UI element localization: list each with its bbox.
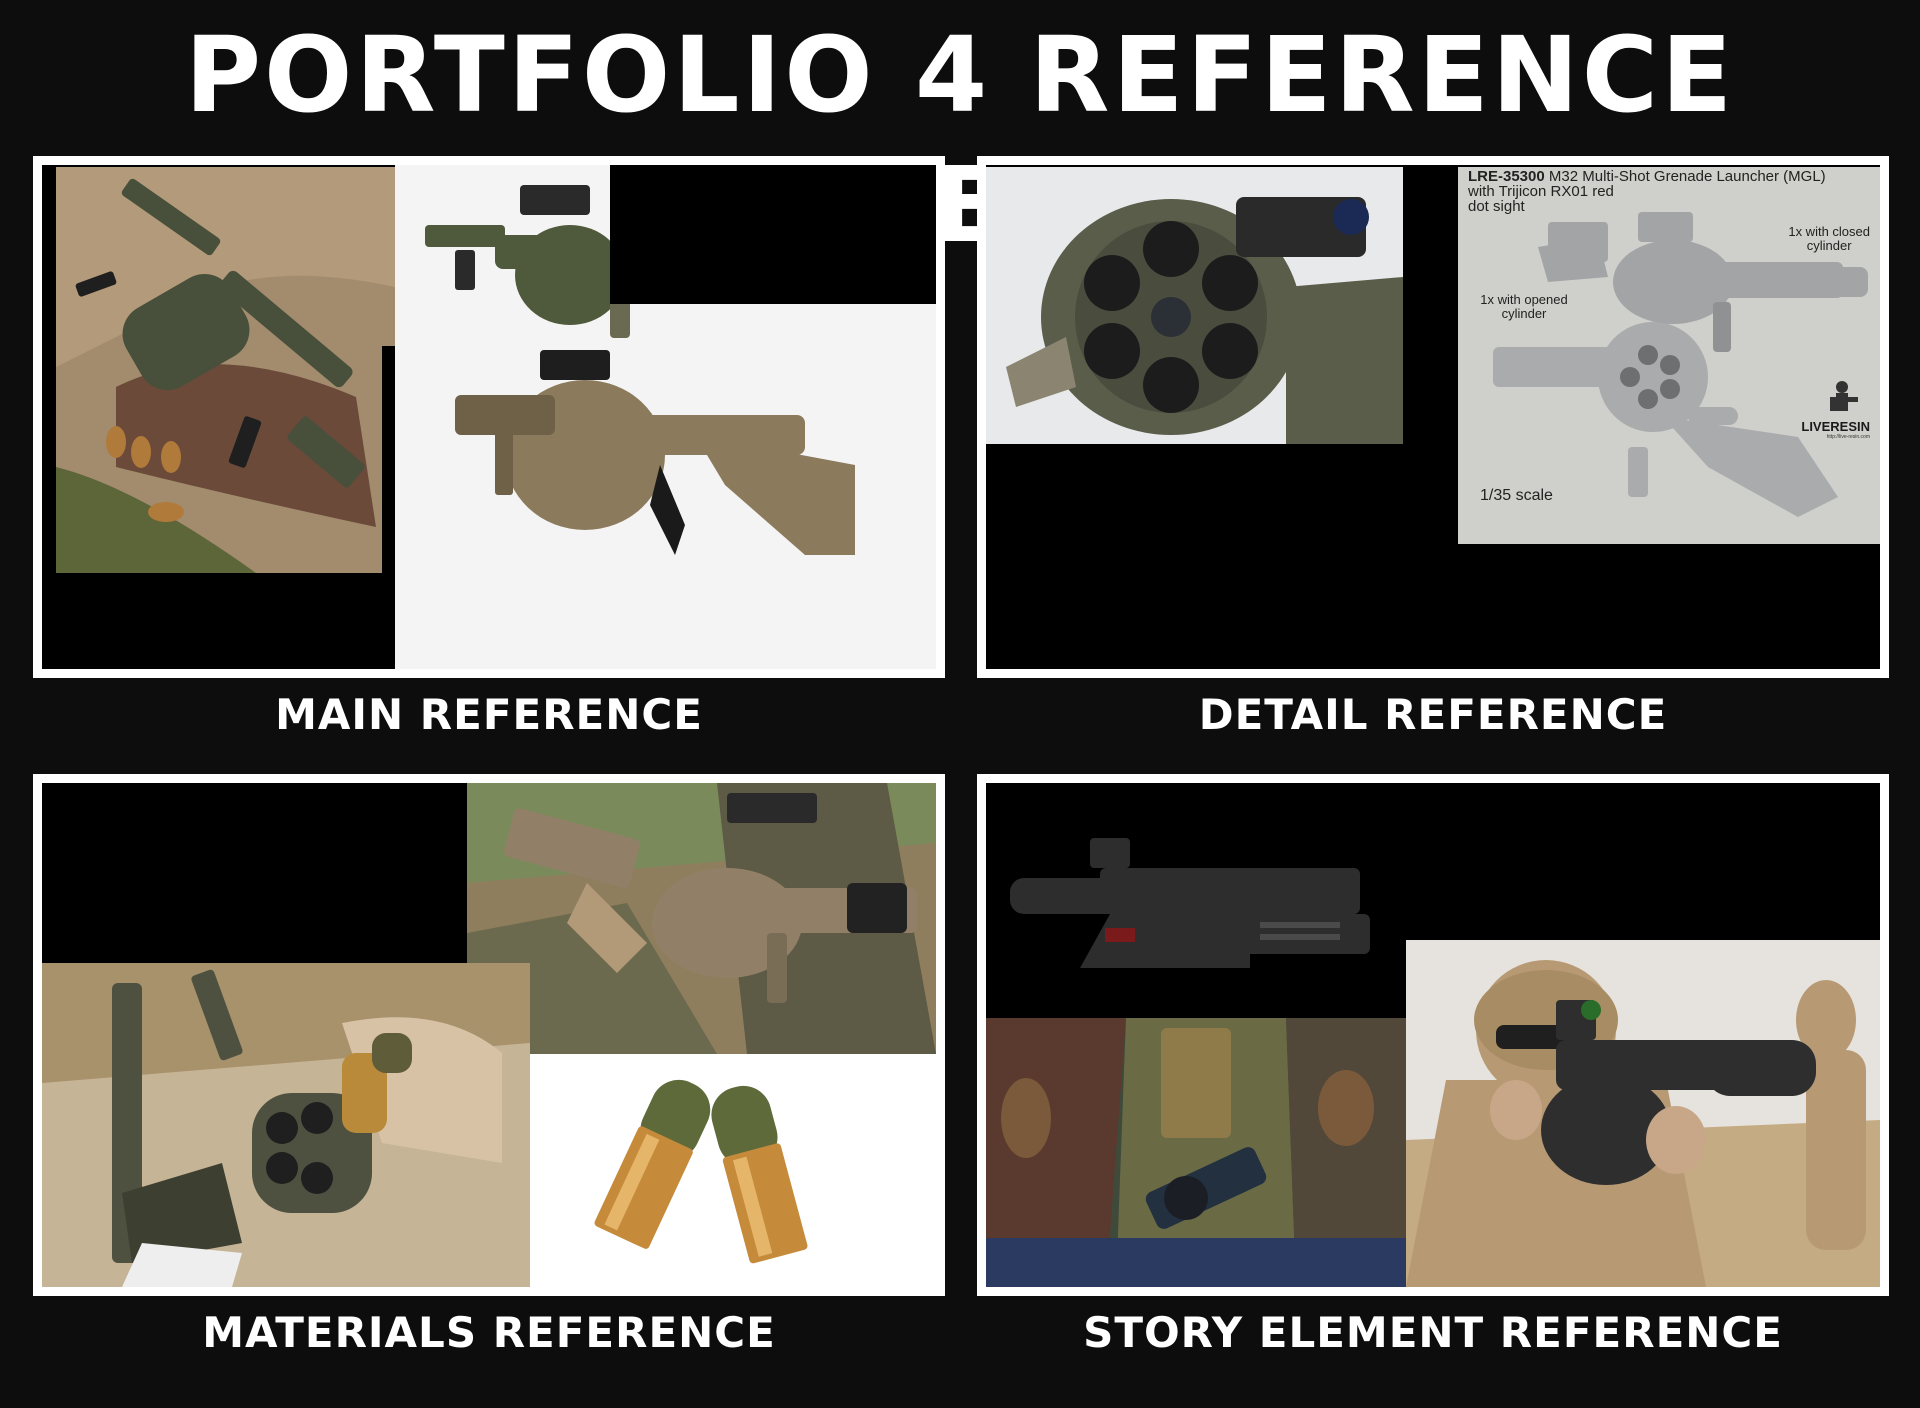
blank-block (42, 573, 395, 669)
closed-note-line2: cylinder (1806, 238, 1852, 253)
scale-label: 1/35 scale (1480, 487, 1553, 504)
opened-note-line1: 1x with opened (1480, 292, 1568, 307)
product-description-line2: with Trijicon RX01 red (1468, 183, 1614, 200)
materials-reference-caption: MATERIALS REFERENCE (202, 1308, 776, 1357)
detail-reference-panel: LRE-35300 M32 Multi-Shot Grenade Launche… (977, 156, 1889, 678)
brand-logo: LIVERESIN (1801, 419, 1870, 434)
materials-reference-panel (33, 774, 945, 1296)
open-cylinder-photo (986, 167, 1403, 444)
product-code: LRE-35300 (1468, 168, 1545, 185)
resin-model-product-sheet: LRE-35300 M32 Multi-Shot Grenade Launche… (1458, 167, 1880, 544)
opened-cylinder-note: 1x with opened cylinder (1464, 293, 1584, 321)
closed-cylinder-note: 1x with closed cylinder (1788, 225, 1870, 253)
product-description-line1: M32 Multi-Shot Grenade Launcher (MGL) (1548, 168, 1826, 185)
main-reference-caption: MAIN REFERENCE (275, 690, 703, 739)
story-element-reference-panel (977, 774, 1889, 1296)
product-description-line3: dot sight (1468, 198, 1525, 215)
blank-block (610, 165, 936, 304)
story-element-reference-caption: STORY ELEMENT REFERENCE (1083, 1308, 1783, 1357)
closed-note-line1: 1x with closed (1788, 224, 1870, 239)
launchers-white-background-photo (395, 165, 936, 669)
blank-block (42, 783, 467, 963)
soldier-with-launcher-photo (467, 783, 936, 1054)
opened-note-line2: cylinder (1501, 306, 1547, 321)
blank-block (1406, 783, 1880, 940)
brand-url: http://live-resin.com (1826, 434, 1870, 440)
grenade-rounds-photo (530, 1054, 936, 1287)
main-reference-panel (33, 156, 945, 678)
underbarrel-launcher-photo (1010, 838, 1390, 998)
launcher-on-cloth-photo (56, 167, 395, 573)
product-description: LRE-35300 M32 Multi-Shot Grenade Launche… (1468, 169, 1873, 214)
loading-cylinder-photo (42, 963, 530, 1287)
detail-reference-caption: DETAIL REFERENCE (1198, 690, 1668, 739)
blank-block (382, 346, 395, 573)
soldiers-crowd-photo (986, 1018, 1406, 1287)
marine-firing-launcher-photo (1406, 940, 1880, 1287)
